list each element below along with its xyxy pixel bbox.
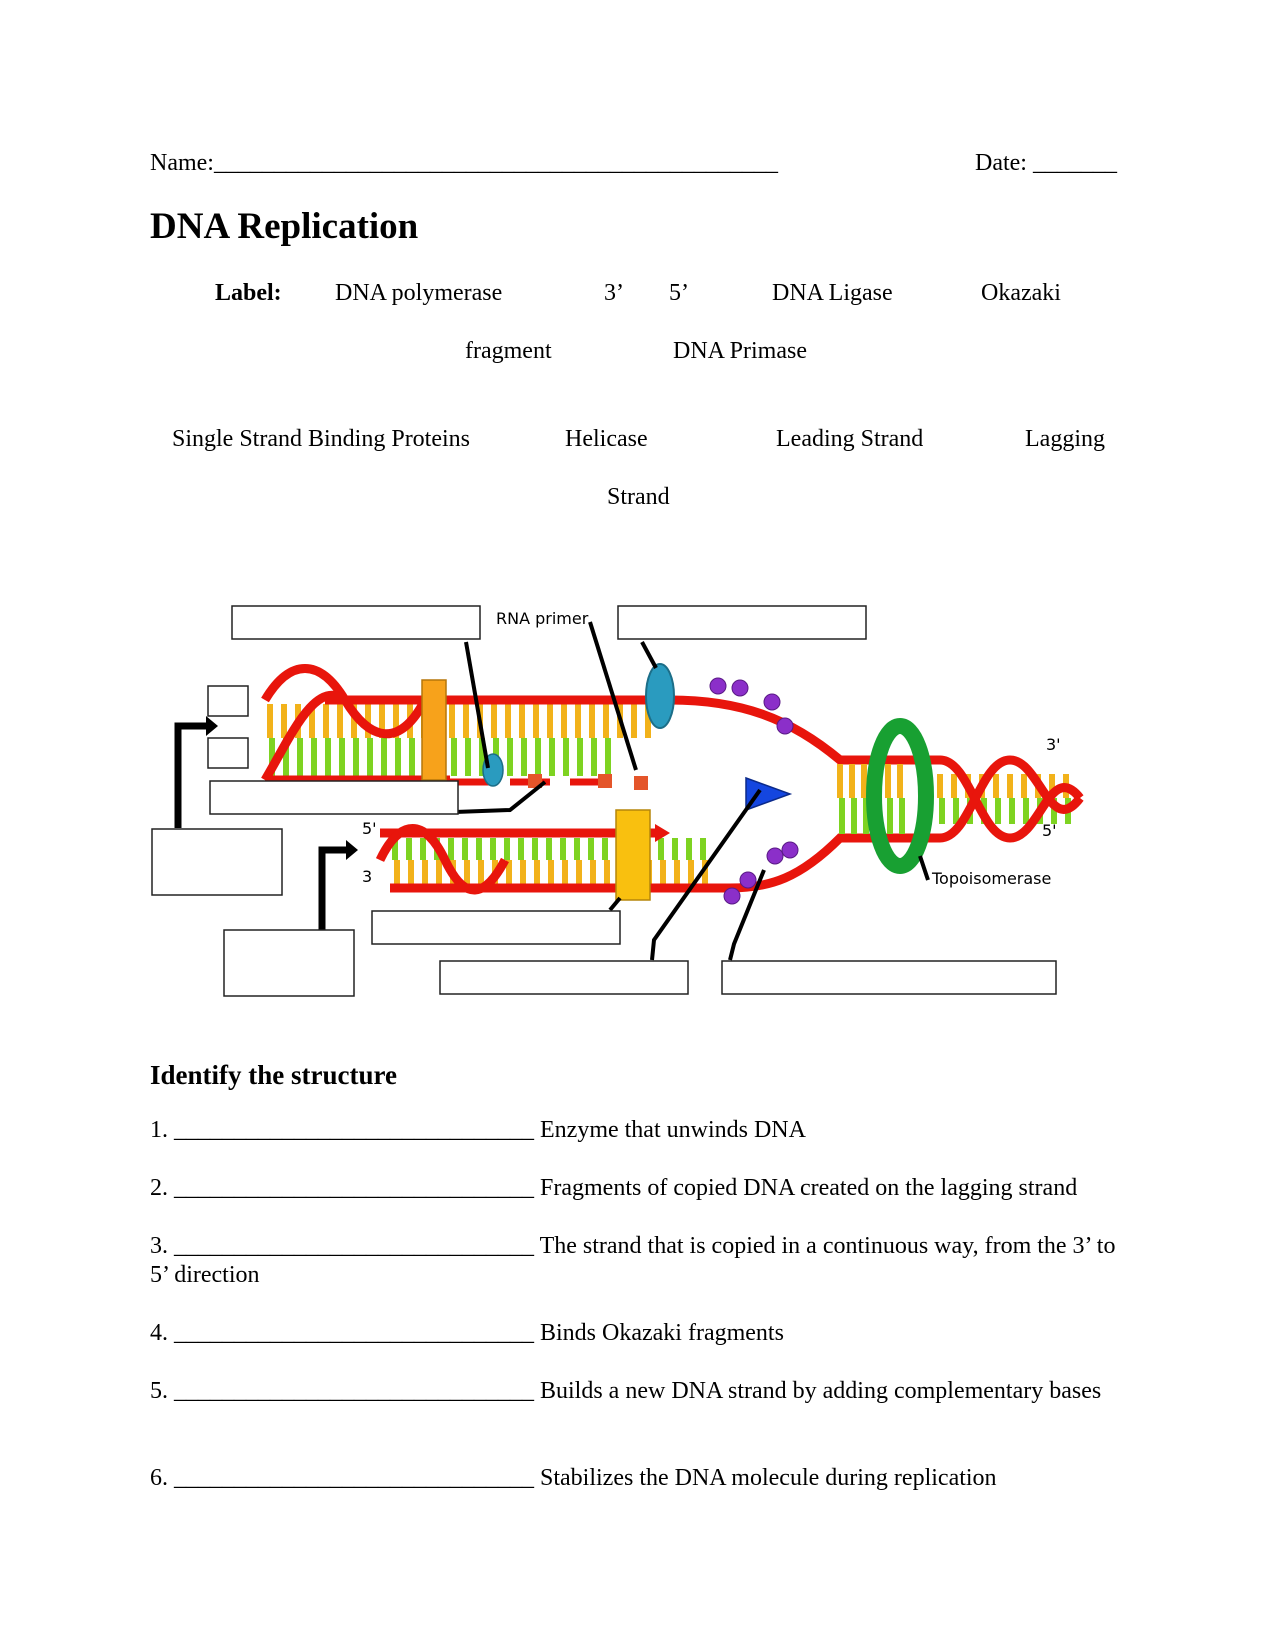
label-bank-item: Strand — [607, 484, 670, 510]
dna-polymerase-bottom — [615, 809, 651, 901]
answer-box[interactable] — [371, 910, 621, 945]
answer-box[interactable] — [617, 605, 867, 640]
answer-box[interactable] — [207, 737, 249, 769]
name-blank[interactable]: ________________________________________… — [213, 150, 778, 176]
question-number: 5. — [150, 1378, 168, 1404]
answer-box[interactable] — [151, 828, 283, 896]
single-strand-binding-proteins — [709, 677, 799, 905]
date-blank[interactable]: _______ — [1032, 150, 1117, 176]
answer-box[interactable] — [721, 960, 1057, 995]
bottom-template-backbone — [390, 833, 910, 893]
date-field[interactable]: Date: _______ — [975, 150, 1117, 177]
question-4: 4. ______________________________ Binds … — [150, 1319, 1130, 1348]
answer-box[interactable] — [231, 605, 481, 640]
topoisomerase-label: Topoisomerase — [931, 869, 1051, 888]
helicase — [645, 663, 675, 729]
rna-primer-block — [634, 776, 648, 790]
parental-backbone-a — [910, 755, 1084, 843]
topoisomerase — [866, 718, 934, 874]
name-label: Name: — [150, 150, 214, 176]
answer-blank[interactable]: ______________________________ — [174, 1378, 534, 1404]
parental-backbone-b — [910, 755, 1084, 843]
answer-box[interactable] — [209, 780, 459, 815]
answer-blank[interactable]: ______________________________ — [174, 1175, 534, 1201]
answer-box[interactable] — [207, 685, 249, 717]
answer-blank[interactable]: ______________________________ — [174, 1465, 534, 1491]
section-heading: Identify the structure — [150, 1060, 397, 1090]
question-number: 4. — [150, 1320, 168, 1346]
name-field[interactable]: Name:___________________________________… — [150, 150, 778, 177]
question-description: Binds Okazaki fragments — [540, 1320, 784, 1346]
direction-arrows — [174, 716, 358, 930]
label-bank-item: Lagging — [1025, 426, 1105, 452]
rna-primer-label: RNA primer — [496, 609, 589, 628]
question-2: 2. ______________________________ Fragme… — [150, 1174, 1130, 1203]
label-bank-item: DNA polymerase — [335, 280, 503, 306]
rna-primer-block — [528, 774, 542, 788]
question-description: The strand that is copied in a continuou… — [150, 1233, 1116, 1288]
question-3: 3. ______________________________ The st… — [150, 1232, 1130, 1290]
question-number: 1. — [150, 1117, 168, 1143]
leading-arrowhead — [655, 824, 670, 842]
question-number: 3. — [150, 1233, 168, 1259]
end-label: 3' — [1046, 735, 1061, 754]
answer-blank[interactable]: ______________________________ — [174, 1320, 534, 1346]
label-bank-item: Helicase — [565, 426, 648, 452]
answer-box[interactable] — [439, 960, 689, 995]
label-bank-item: fragment — [465, 338, 552, 364]
question-description: Fragments of copied DNA created on the l… — [540, 1175, 1078, 1201]
pointer-lines — [454, 621, 930, 961]
top-strand — [261, 664, 910, 790]
question-6: 6. ______________________________ Stabil… — [150, 1464, 1130, 1493]
question-number: 6. — [150, 1465, 168, 1491]
answer-blank[interactable]: ______________________________ — [174, 1117, 534, 1143]
rna-primer-block — [598, 774, 612, 788]
label-bank-item: Leading Strand — [776, 426, 924, 452]
question-description: Builds a new DNA strand by adding comple… — [540, 1378, 1102, 1404]
dna-replication-diagram: RNA primer Topoisomerase 3' 5' 5' 3 — [150, 598, 1130, 1028]
dna-polymerase-top — [421, 679, 447, 781]
label-bank-item: DNA Primase — [673, 338, 807, 364]
answer-boxes[interactable] — [151, 605, 1057, 997]
top-fork-backbone — [669, 695, 910, 765]
end-label: 5' — [362, 819, 377, 838]
question-description: Stabilizes the DNA molecule during repli… — [540, 1465, 997, 1491]
label-bank-item: Okazaki — [981, 280, 1061, 306]
end-label: 3 — [362, 867, 372, 886]
label-bank-item: DNA Ligase — [772, 280, 893, 306]
label-bank-item: 5’ — [669, 280, 689, 306]
page-title: DNA Replication — [150, 206, 419, 247]
label-bank-item: Single Strand Binding Proteins — [172, 426, 471, 452]
date-label: Date: — [975, 150, 1027, 176]
question-number: 2. — [150, 1175, 168, 1201]
end-label: 5' — [1042, 821, 1057, 840]
question-1: 1. ______________________________ Enzyme… — [150, 1116, 1130, 1145]
answer-box[interactable] — [223, 929, 355, 997]
answer-blank[interactable]: ______________________________ — [174, 1233, 534, 1259]
dna-primase — [745, 776, 793, 812]
question-description: Enzyme that unwinds DNA — [540, 1117, 806, 1143]
label-bank-heading: Label: — [215, 280, 282, 306]
question-5: 5. ______________________________ Builds… — [150, 1377, 1130, 1406]
label-bank-item: 3’ — [604, 280, 624, 306]
